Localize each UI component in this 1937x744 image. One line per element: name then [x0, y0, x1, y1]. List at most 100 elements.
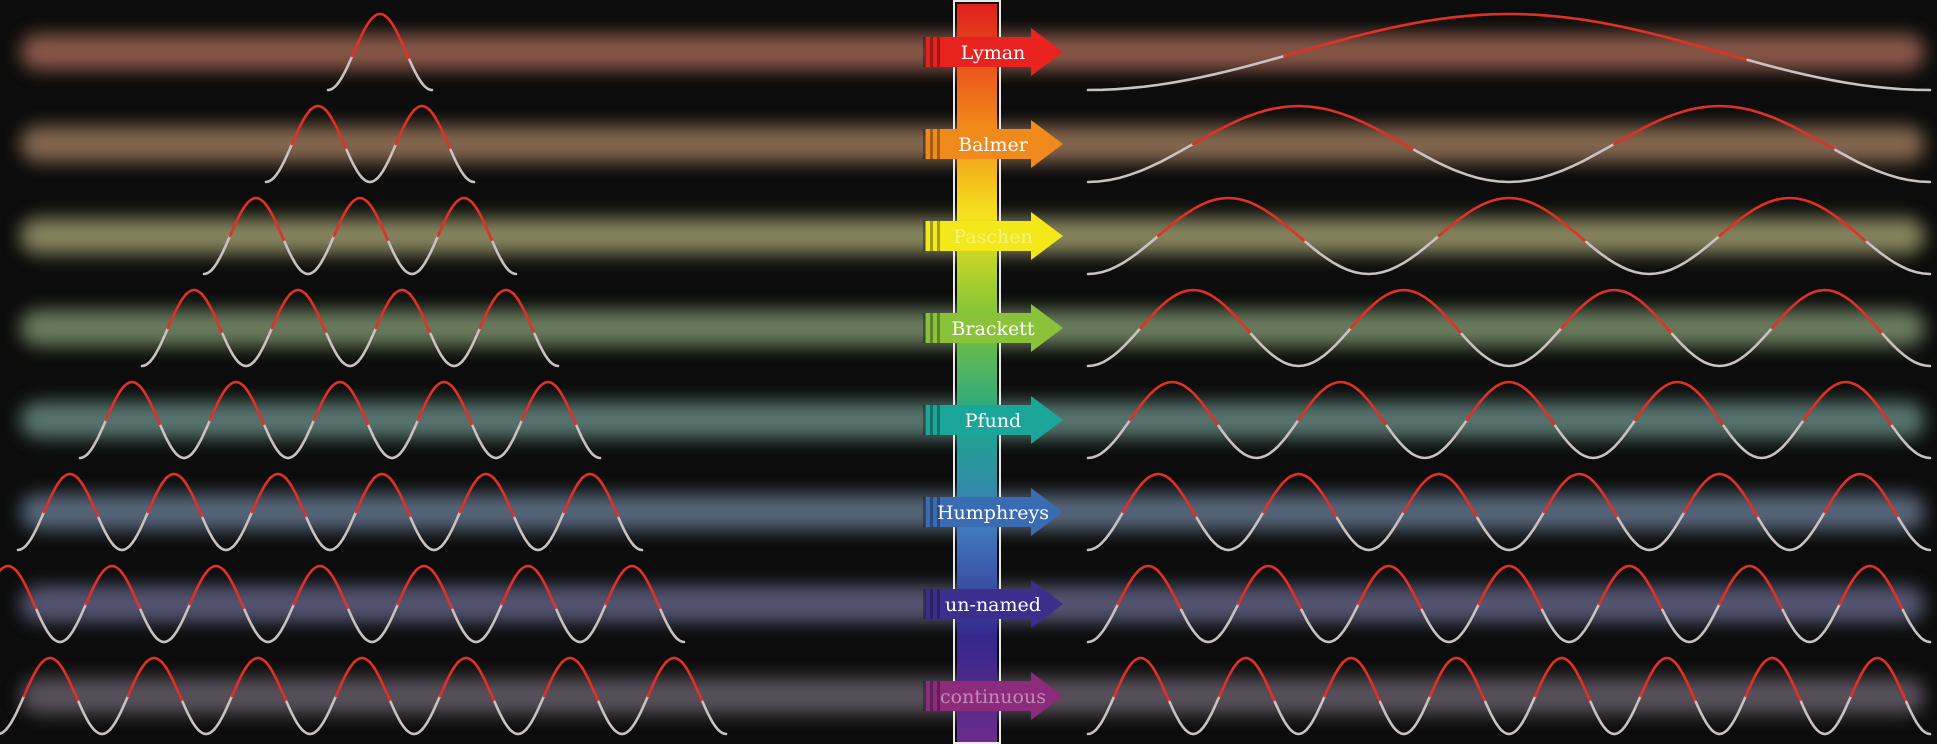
- series-arrow: continuous: [923, 672, 1063, 720]
- wave-trough-segment: [1661, 602, 1721, 644]
- wave-trough-segment: [77, 694, 130, 736]
- wave-crest-segment: [290, 104, 348, 152]
- wave-trough-segment: [159, 418, 212, 460]
- wave-trough-segment: [389, 694, 442, 736]
- wave-trough-segment: [181, 694, 234, 736]
- wave-trough-segment: [1584, 234, 1721, 276]
- wave-trough-segment: [1834, 148, 1932, 184]
- right-wave: [1086, 380, 1932, 460]
- wave-trough-segment: [139, 602, 192, 644]
- wave-trough-segment: [1086, 694, 1116, 736]
- wave-trough-segment: [264, 142, 294, 184]
- wave-crest-segment: [1744, 656, 1803, 704]
- wave-crest-segment: [354, 472, 412, 520]
- series-arrow: Paschen: [923, 212, 1063, 260]
- wave-trough-segment: [263, 418, 316, 460]
- wave-crest-segment: [500, 564, 558, 612]
- wave-crest-segment: [230, 656, 288, 704]
- wave-trough-segment: [471, 418, 524, 460]
- wave-crest-segment: [1121, 472, 1199, 520]
- right-wave: [1086, 104, 1932, 184]
- wave-trough-segment: [1905, 700, 1932, 736]
- wave-trough-segment: [1086, 54, 1286, 92]
- wave-trough-segment: [1722, 418, 1805, 460]
- wave-trough-segment: [201, 510, 254, 552]
- wave-trough-segment: [35, 602, 88, 644]
- wave-trough-segment: [283, 234, 336, 276]
- wave-trough-segment: [1413, 142, 1616, 184]
- wave-trough-segment: [1086, 510, 1125, 552]
- wave-trough-segment: [555, 602, 608, 644]
- wave-crest-segment: [394, 104, 452, 152]
- wave-trough-segment: [1335, 510, 1406, 552]
- wave-crest-segment: [42, 472, 100, 520]
- spectrum-gradient: [957, 4, 997, 742]
- wave-crest-segment: [646, 656, 704, 704]
- wave-trough-segment: [617, 516, 644, 552]
- wave-crest-segment: [1262, 472, 1339, 520]
- wave-crest-segment: [438, 656, 496, 704]
- series-label: Humphreys: [937, 502, 1049, 524]
- wave-crest-segment: [458, 472, 516, 520]
- wave-crest-segment: [1534, 656, 1592, 704]
- wave-trough-segment: [1554, 418, 1637, 460]
- wave-trough-segment: [305, 510, 358, 552]
- wave-crest-segment: [1613, 104, 1837, 152]
- wave-crest-segment: [1838, 564, 1905, 612]
- wave-crest-segment: [1437, 196, 1588, 244]
- left-wave: [0, 656, 728, 736]
- wave-trough-segment: [701, 700, 728, 736]
- wave-trough-segment: [1300, 602, 1360, 644]
- wave-trough-segment: [1086, 602, 1120, 644]
- wave-crest-segment: [104, 380, 162, 428]
- wave-trough-segment: [325, 326, 378, 368]
- wave-trough-segment: [408, 58, 434, 92]
- wave-trough-segment: [1799, 694, 1853, 736]
- wave-trough-segment: [1086, 142, 1195, 184]
- wave-trough-segment: [243, 602, 296, 644]
- series-label: Brackett: [951, 318, 1034, 340]
- wave-trough-segment: [1179, 602, 1240, 644]
- wave-trough-segment: [1901, 608, 1932, 644]
- wave-trough-segment: [1385, 418, 1469, 460]
- wave-crest-segment: [332, 196, 390, 244]
- wave-crest-segment: [351, 12, 411, 62]
- series-arrows: LymanBalmerPaschenBrackettPfundHumphreys…: [923, 28, 1063, 720]
- wave-trough-segment: [1249, 326, 1353, 368]
- wave-crest-segment: [1542, 472, 1620, 520]
- series-label: Pfund: [965, 410, 1021, 432]
- wave-crest-segment: [1357, 564, 1424, 612]
- wave-crest-segment: [22, 656, 80, 704]
- wave-trough-segment: [493, 694, 546, 736]
- wave-crest-segment: [270, 288, 328, 336]
- wave-crest-segment: [1192, 104, 1416, 152]
- wave-crest-segment: [416, 380, 474, 428]
- wave-trough-segment: [491, 240, 518, 276]
- wave-crest-segment: [1156, 196, 1307, 244]
- wave-trough-segment: [1589, 694, 1642, 736]
- wave-trough-segment: [533, 332, 560, 368]
- wave-crest-segment: [1128, 380, 1220, 428]
- wave-crest-segment: [1634, 380, 1725, 428]
- wave-trough-segment: [367, 418, 420, 460]
- right-wave: [1086, 656, 1932, 736]
- right-wave: [1086, 12, 1932, 92]
- wave-trough-segment: [1304, 234, 1441, 276]
- wave-crest-segment: [604, 564, 662, 612]
- wave-crest-segment: [1113, 656, 1171, 704]
- series-label: Balmer: [958, 134, 1029, 156]
- wave-trough-segment: [1086, 234, 1160, 276]
- wave-crest-segment: [0, 564, 38, 612]
- wave-crest-segment: [478, 288, 536, 336]
- wave-trough-segment: [347, 602, 400, 644]
- wave-crest-segment: [1139, 288, 1253, 336]
- wave-crest-segment: [146, 472, 204, 520]
- wave-trough-segment: [1217, 418, 1300, 460]
- left-wave: [16, 472, 644, 552]
- wave-trough-segment: [1670, 326, 1774, 368]
- left-wave: [0, 564, 686, 644]
- wave-crest-segment: [1428, 656, 1487, 704]
- series-label: Paschen: [953, 226, 1032, 248]
